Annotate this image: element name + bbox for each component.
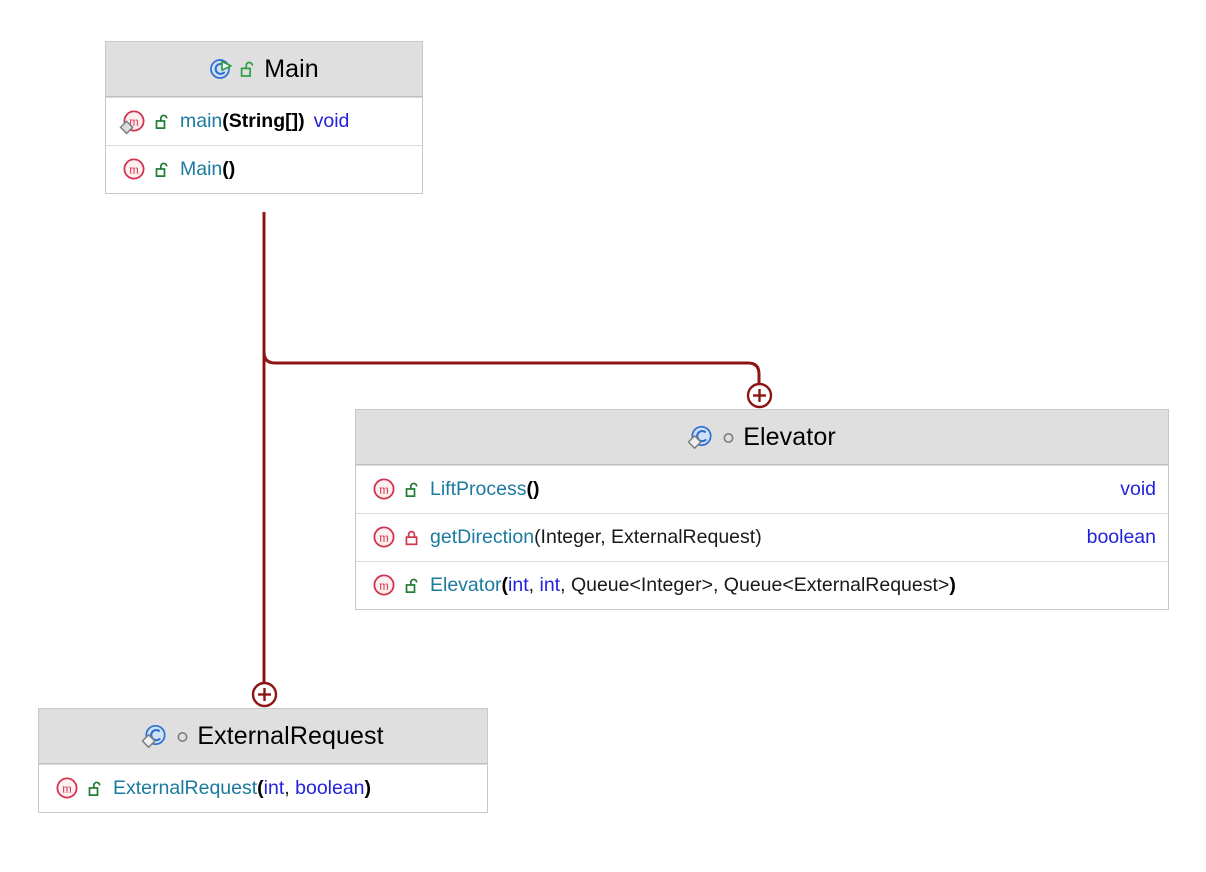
member-return-type: void [1120,478,1156,500]
svg-text:m: m [129,162,139,176]
param-token: , [284,777,296,799]
private-locked-icon [405,529,421,547]
class-header-main: Main [106,42,422,97]
public-unlocked-icon [155,113,171,131]
package-private-circle-icon [721,430,736,445]
member-signature: LiftProcess() [430,478,1106,501]
class-icon [141,723,168,749]
member-icons: m [119,109,171,135]
param-token: ) [364,777,372,799]
member-row[interactable]: m LiftProcess() void [356,465,1168,513]
member-icons: m [369,573,421,599]
member-return-type: void [313,110,350,132]
class-header-elevator: Elevator [356,410,1168,465]
connector-main-to-elevator [262,212,761,386]
public-unlocked-icon [240,60,257,79]
member-name: Elevator [430,574,502,596]
class-title-externalrequest: ExternalRequest [197,721,384,750]
method-icon: m [369,573,399,599]
method-icon: m [119,109,149,135]
svg-text:m: m [129,114,139,128]
param-token: ) [949,574,956,596]
member-name: getDirection [430,526,535,548]
static-diamond-icon [119,119,134,135]
member-signature: Elevator(int, int, Queue<Integer>, Queue… [430,574,1156,597]
class-box-elevator[interactable]: Elevator m LiftProcess() vo [355,409,1169,610]
public-unlocked-icon [405,577,421,595]
member-row[interactable]: m ExternalRequest(int, boolean) [39,764,487,812]
member-row[interactable]: m Main() [106,145,422,193]
class-header-externalrequest: ExternalRequest [39,709,487,764]
member-params: () [222,158,236,180]
public-unlocked-icon [405,481,421,499]
method-icon: m [369,477,399,503]
member-signature: main(String[]) void [180,110,410,133]
param-token: ( [257,777,264,799]
runnable-class-icon [209,57,233,81]
public-unlocked-icon [88,780,104,798]
member-name: Main [180,158,223,180]
svg-text:m: m [379,578,389,592]
member-row[interactable]: m main(String[]) void [106,97,422,145]
member-signature: getDirection(Integer, ExternalRequest) [430,526,1073,549]
param-token: int [263,777,285,799]
class-box-externalrequest[interactable]: ExternalRequest m ExternalRequest [38,708,488,813]
member-params-tokens: (int, int, Queue<Integer>, Queue<Externa… [502,574,956,596]
class-icon [687,424,714,450]
param-token: , Queue<Integer>, Queue<ExternalRequest> [560,574,950,596]
member-name: LiftProcess [430,478,527,500]
plus-circle-icon[interactable] [250,680,279,709]
public-unlocked-icon [155,161,171,179]
method-icon: m [119,157,149,183]
svg-text:m: m [379,482,389,496]
param-token: int [508,574,529,596]
member-return-type: boolean [1086,526,1156,548]
param-token: , [528,574,540,596]
param-token: int [539,574,561,596]
method-icon: m [52,776,82,802]
member-signature: ExternalRequest(int, boolean) [113,777,475,800]
param-token: boolean [295,777,365,799]
member-params: (String[]) [222,110,305,132]
member-signature: Main() [180,158,410,181]
svg-text:m: m [379,530,389,544]
plus-circle-icon[interactable] [745,381,774,410]
class-title-elevator: Elevator [743,422,836,451]
member-icons: m [369,477,421,503]
member-name: ExternalRequest [113,777,258,799]
member-icons: m [119,157,171,183]
member-params-tokens: (int, boolean) [257,777,371,799]
package-private-circle-icon [175,729,190,744]
class-title-main: Main [264,54,319,83]
member-row[interactable]: m Elevator(int, int, Queue<Integer>, Que… [356,561,1168,609]
member-icons: m [52,776,104,802]
member-name: main [180,110,223,132]
svg-text:m: m [62,781,72,795]
param-token: ( [501,574,509,596]
member-params: (Integer, ExternalRequest) [534,526,762,548]
member-row[interactable]: m getDirection(Integer, ExternalRequest)… [356,513,1168,561]
class-box-main[interactable]: Main m [105,41,423,194]
member-icons: m [369,525,421,551]
method-icon: m [369,525,399,551]
member-params: () [526,478,540,500]
